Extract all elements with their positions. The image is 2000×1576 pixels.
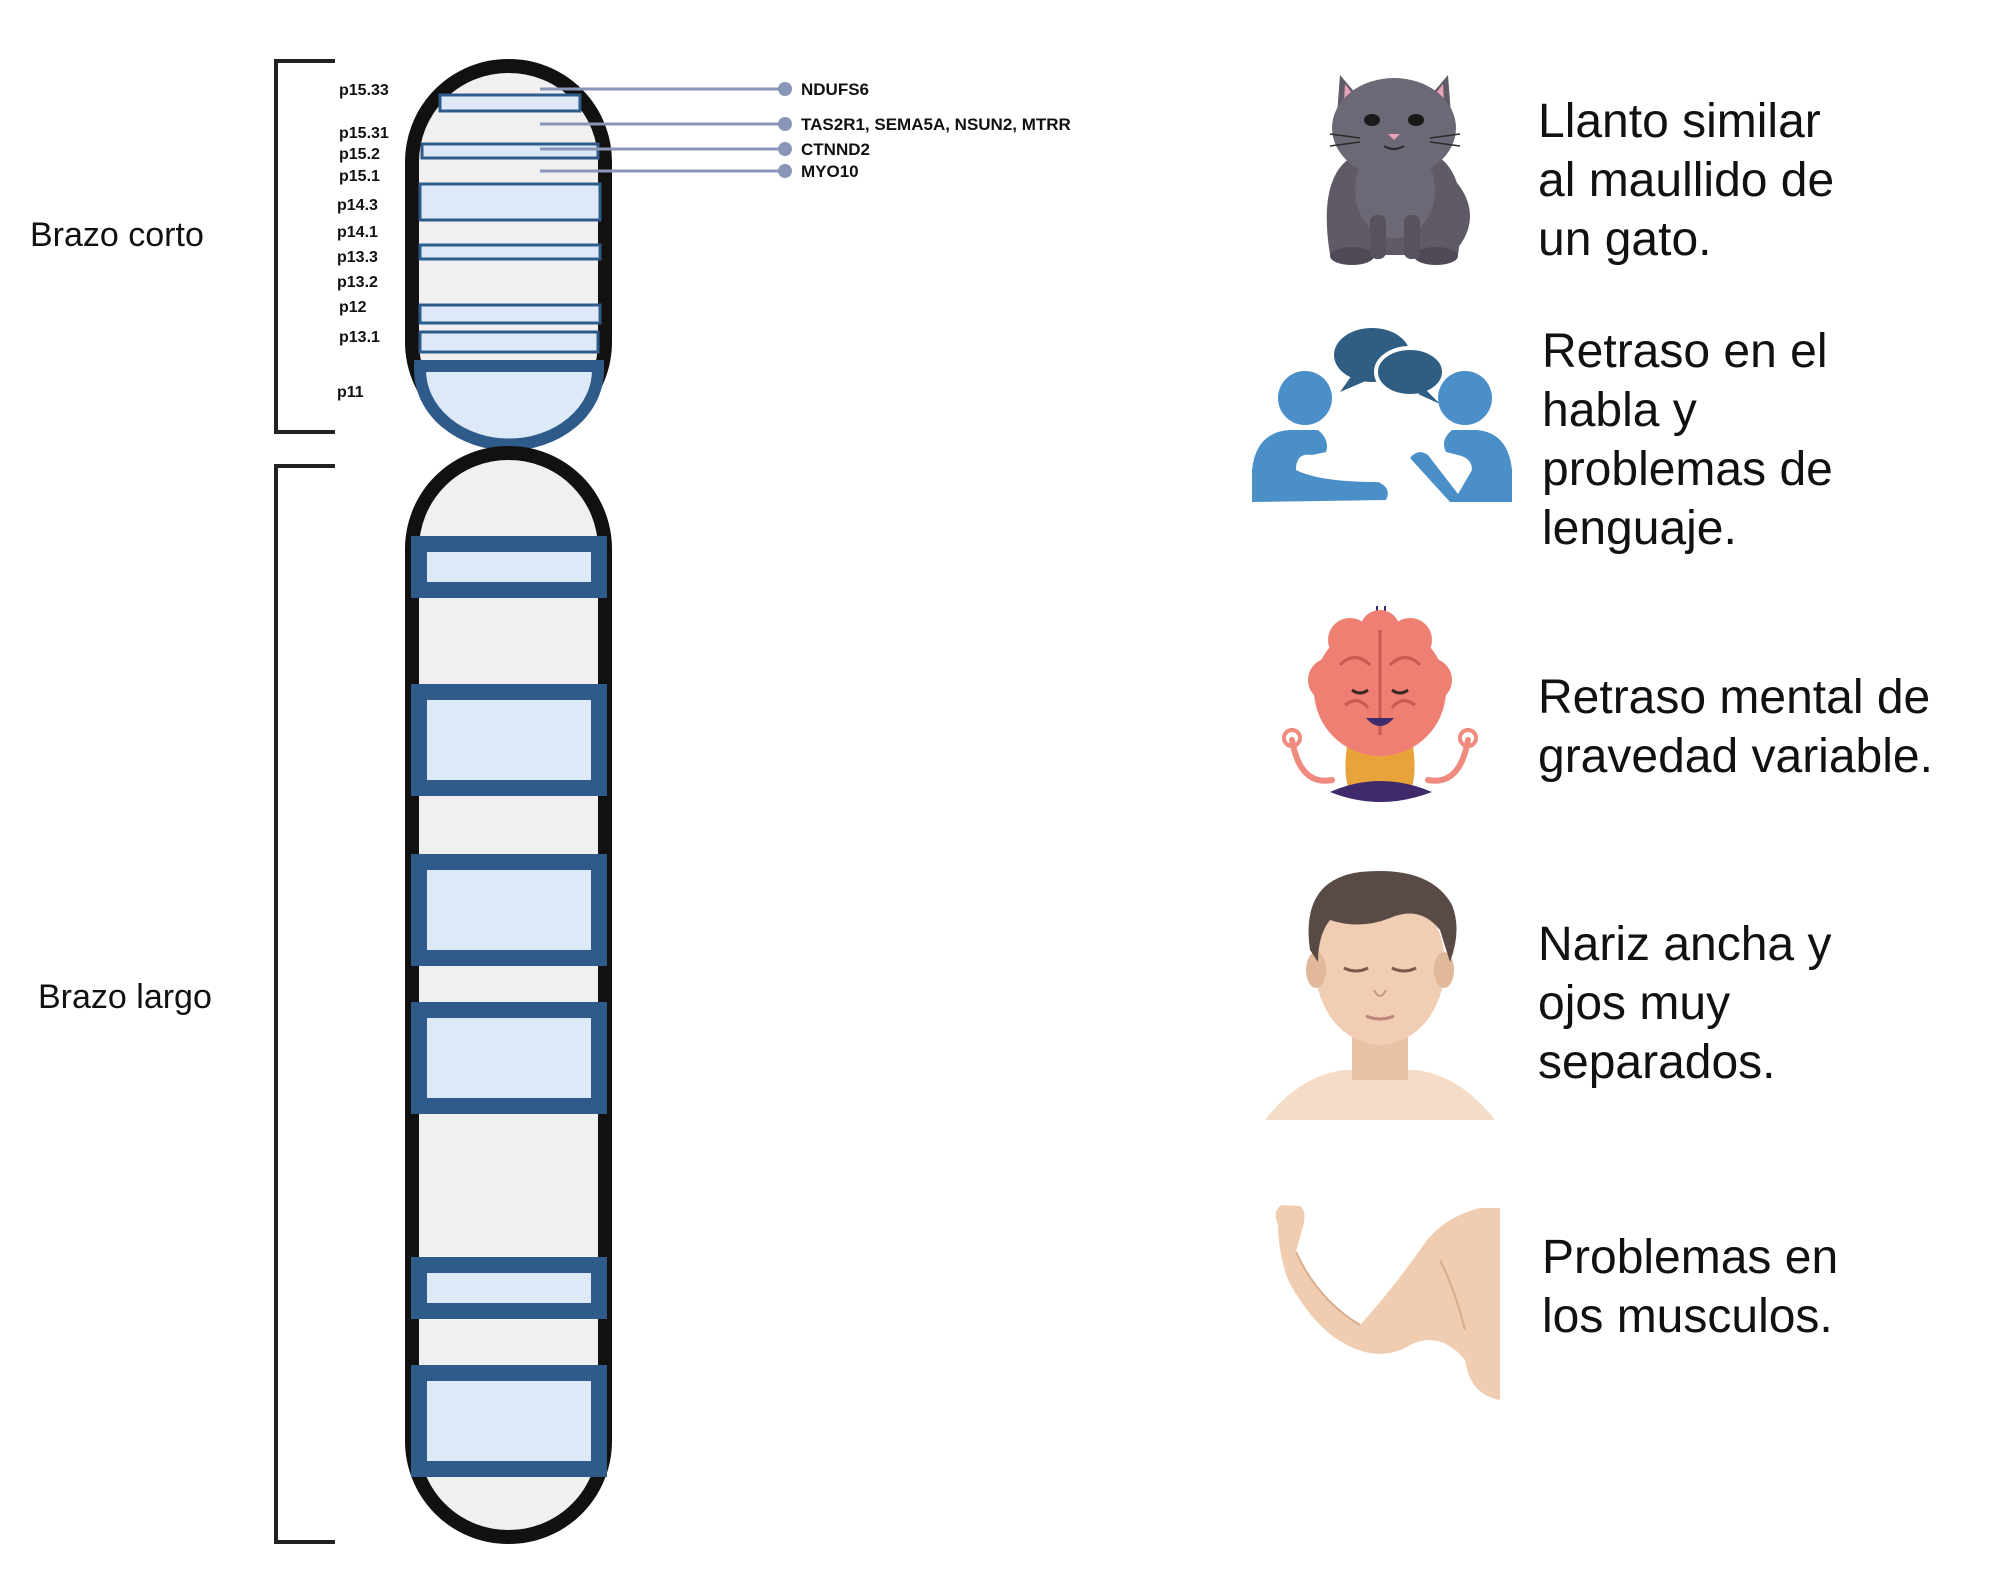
band-p14-3	[418, 182, 602, 222]
gene-pointers	[540, 82, 792, 178]
short-arm-label: Brazo corto	[30, 216, 204, 254]
symptom-line: Retraso en el	[1542, 325, 1828, 378]
meditating-brain-icon	[1282, 606, 1478, 802]
gene-label-myo10: MYO10	[801, 162, 859, 181]
band-q6	[411, 1365, 607, 1477]
long-arm-bracket	[274, 464, 335, 1544]
symptom-speech-delay: Retraso en el habla y problemas de lengu…	[1542, 322, 1833, 558]
face-icon	[1265, 870, 1495, 1120]
band-q4	[411, 1002, 607, 1114]
gene-label-tas2r1-group: TAS2R1, SEMA5A, NSUN2, MTRR	[801, 115, 1071, 134]
gene-label-ndufs6: NDUFS6	[801, 80, 870, 99]
symptom-line: al maullido de	[1538, 154, 1835, 207]
symptom-line: separados.	[1538, 1036, 1776, 1089]
cat-icon	[1326, 75, 1470, 265]
band-label: p15.2	[339, 146, 380, 163]
band-p13-3	[418, 243, 602, 261]
band-label: p14.3	[337, 197, 378, 214]
band-label: p11	[337, 384, 364, 401]
people-talking-icon	[1252, 328, 1512, 502]
band-p15-2	[420, 142, 600, 160]
band-p13-1	[418, 330, 600, 354]
symptom-line: ojos muy	[1538, 977, 1731, 1030]
band-label: p13.3	[337, 249, 378, 266]
short-arm	[405, 59, 612, 451]
band-label: p15.31	[339, 125, 389, 142]
band-q1	[411, 536, 607, 598]
band-q2	[411, 684, 607, 796]
symptom-line: Problemas en	[1542, 1231, 1839, 1284]
symptom-line: un gato.	[1538, 213, 1712, 266]
long-arm	[405, 446, 612, 1544]
band-label: p14.1	[337, 224, 378, 241]
band-label: p15.33	[339, 82, 389, 99]
symptom-line: Retraso mental de	[1538, 671, 1931, 724]
band-q5	[411, 1257, 607, 1319]
flexed-arm-icon	[1275, 1205, 1500, 1400]
symptom-line: problemas de	[1542, 443, 1833, 496]
symptom-line: Llanto similar	[1538, 95, 1821, 148]
short-arm-bracket	[274, 59, 335, 434]
band-label: p13.2	[337, 274, 378, 291]
symptom-line: lenguaje.	[1542, 502, 1737, 555]
symptom-line: los musculos.	[1542, 1290, 1833, 1343]
band-label: p15.1	[339, 168, 380, 185]
symptom-mental-delay: Retraso mental de gravedad variable.	[1538, 668, 1933, 786]
symptom-muscle-problems: Problemas en los musculos.	[1542, 1228, 1838, 1346]
gene-label-ctnnd2: CTNND2	[801, 140, 870, 159]
symptom-line: habla y	[1542, 384, 1697, 437]
symptom-facial-features: Nariz ancha y ojos muy separados.	[1538, 915, 1831, 1092]
band-label: p13.1	[339, 329, 380, 346]
symptom-cat-cry: Llanto similar al maullido de un gato.	[1538, 92, 1834, 269]
band-p15-33	[438, 93, 582, 113]
band-q3	[411, 854, 607, 966]
long-arm-label: Brazo largo	[38, 978, 212, 1016]
centromere-band	[414, 360, 604, 451]
band-label: p12	[339, 299, 367, 316]
symptom-line: gravedad variable.	[1538, 730, 1933, 783]
symptom-line: Nariz ancha y	[1538, 918, 1832, 971]
band-p12	[418, 303, 602, 325]
